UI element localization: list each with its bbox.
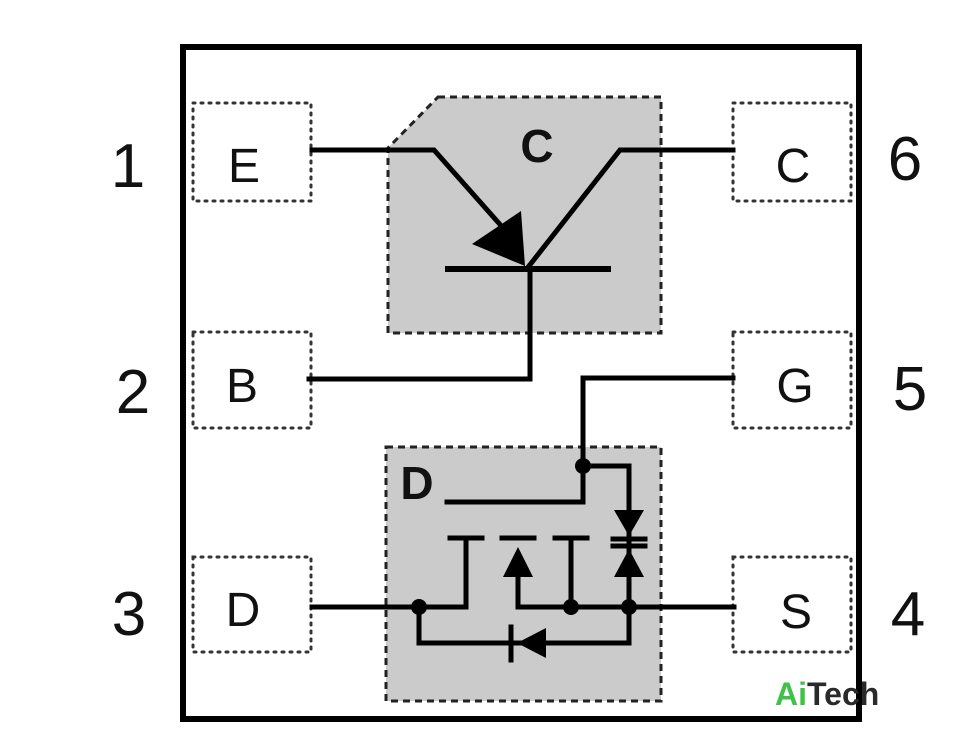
mosfet-die-label: D — [400, 457, 433, 509]
body-diode-arrow — [517, 628, 546, 658]
gate-wire — [444, 375, 736, 505]
junction-dot-source-2 — [621, 599, 637, 615]
body-wire — [515, 572, 737, 610]
junction-dot-drain — [411, 599, 427, 615]
pad-1-emitter — [191, 101, 313, 203]
pin-number-3: 3 — [112, 580, 146, 649]
pin-number-1: 1 — [111, 132, 145, 201]
transistor-die — [386, 95, 663, 335]
emitter-wire — [309, 147, 516, 242]
pad-6-collector — [731, 101, 853, 203]
mosfet-symbol — [309, 375, 737, 663]
pad-4-source — [731, 555, 853, 654]
drain-wire — [309, 535, 469, 610]
pin-number-6: 6 — [888, 125, 922, 194]
aitech-watermark: AiTech — [775, 676, 879, 713]
collector-wire — [525, 147, 736, 270]
pad-label-g: G — [776, 360, 813, 413]
pad-label-d: D — [226, 584, 261, 637]
junction-dot-source-1 — [563, 599, 579, 615]
emitter-arrow — [472, 211, 525, 266]
diode-arrow-up — [614, 549, 644, 577]
pad-label-s: S — [780, 586, 812, 639]
pnp-transistor-symbol — [306, 147, 736, 382]
diode-arrow-down — [614, 510, 644, 536]
pad-label-c: C — [776, 140, 811, 193]
pad-3-drain — [191, 555, 313, 654]
watermark-tech: Tech — [807, 676, 880, 712]
pad-5-gate — [731, 330, 853, 430]
body-arrow — [503, 547, 533, 577]
pad-2-base — [191, 330, 313, 430]
watermark-ai: Ai — [775, 676, 807, 712]
junction-dot-gate — [575, 458, 591, 474]
transistor-die-label: C — [520, 120, 553, 172]
pad-label-b: B — [226, 360, 258, 413]
pad-label-e: E — [228, 140, 260, 193]
base-wire — [306, 266, 533, 382]
pin-number-4: 4 — [891, 580, 925, 649]
pin-number-2: 2 — [116, 358, 150, 427]
pin-number-5: 5 — [893, 355, 927, 424]
